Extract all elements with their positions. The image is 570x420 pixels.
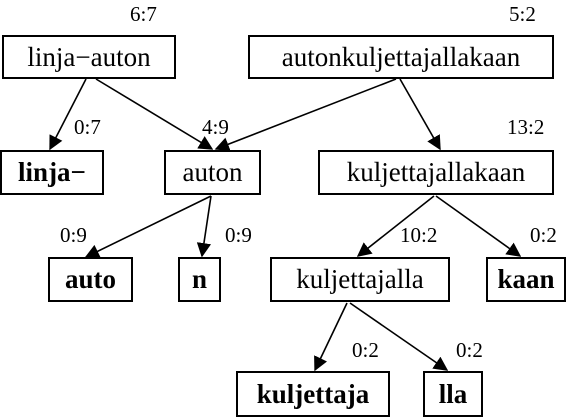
count-lla: 0:2 bbox=[456, 338, 483, 362]
count-kaan: 0:2 bbox=[530, 223, 557, 247]
edge-linja-auton-to-linja bbox=[49, 78, 87, 151]
count-auton: 4:9 bbox=[202, 115, 229, 139]
edge-linja-auton-to-auton bbox=[95, 78, 214, 150]
count-autonkuljettajallakaan: 5:2 bbox=[509, 2, 536, 26]
count-auto: 0:9 bbox=[60, 223, 87, 247]
edge-kuljettajalla-to-kuljettaja bbox=[314, 302, 348, 372]
count-n: 0:9 bbox=[225, 223, 252, 247]
node-kuljettaja: kuljettaja bbox=[236, 371, 390, 417]
node-auto: auto bbox=[48, 257, 133, 302]
node-linja-auton: linja−auton bbox=[2, 35, 176, 79]
node-kaan: kaan bbox=[486, 257, 566, 302]
edge-kuljettajallakaan-to-kaan bbox=[435, 195, 522, 257]
node-kuljettajallakaan: kuljettajallakaan bbox=[318, 150, 554, 195]
count-linja-auton: 6:7 bbox=[130, 2, 157, 26]
count-kuljettaja: 0:2 bbox=[352, 338, 379, 362]
count-linja: 0:7 bbox=[74, 115, 101, 139]
edge-auton-to-auto bbox=[84, 195, 212, 258]
edge-autonkuljettajallakaan-to-kuljettajallakaan bbox=[399, 78, 441, 151]
edge-kuljettajallakaan-to-kuljettajalla bbox=[356, 195, 435, 257]
node-kuljettajalla: kuljettajalla bbox=[270, 257, 450, 302]
node-auton: auton bbox=[164, 150, 261, 195]
node-linja: linja− bbox=[0, 150, 104, 195]
count-kuljettajalla: 10:2 bbox=[400, 223, 438, 247]
node-autonkuljettajallakaan: autonkuljettajallakaan bbox=[248, 35, 554, 79]
edge-kuljettajalla-to-lla bbox=[349, 302, 449, 371]
node-lla: lla bbox=[423, 371, 483, 417]
edge-auton-to-n bbox=[196, 195, 212, 258]
edge-autonkuljettajallakaan-to-auton bbox=[214, 78, 397, 152]
count-kuljettajallakaan: 13:2 bbox=[507, 115, 545, 139]
node-n: n bbox=[178, 257, 221, 302]
